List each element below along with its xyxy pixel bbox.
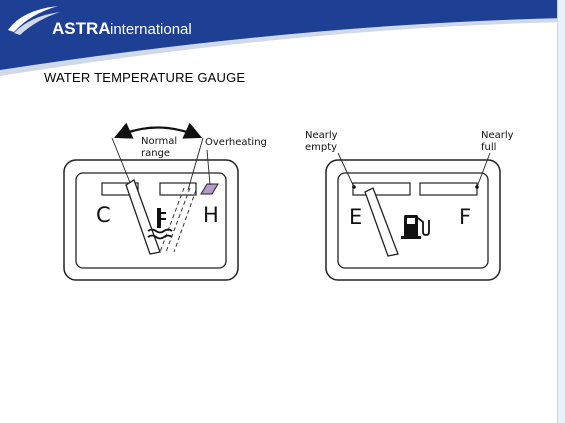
slide-title: WATER TEMPERATURE GAUGE xyxy=(44,70,246,85)
nearly-full-dot xyxy=(475,185,479,189)
nearly-empty-label-line2: empty xyxy=(305,142,337,153)
overheating-label: Overheating xyxy=(205,137,267,148)
right-edge-border xyxy=(557,0,565,423)
brand-subtitle: international xyxy=(110,21,192,38)
normal-range-left-line xyxy=(111,137,132,186)
brand-name: ASTRA xyxy=(52,19,111,38)
needle-range-dash-1 xyxy=(165,187,191,253)
nearly-empty-label-line1: Nearly xyxy=(305,130,338,141)
nearly-full-pointer xyxy=(476,152,491,188)
astra-logo-icon xyxy=(8,6,60,35)
full-letter: F xyxy=(459,205,471,229)
nearly-full-label-line2: full xyxy=(481,142,496,153)
fuel-gauge: E F Nearly empty Nearly full xyxy=(305,130,514,281)
temp-gauge-inner-frame xyxy=(75,172,227,269)
normal-range-arrow xyxy=(113,122,203,139)
normal-range-right-line xyxy=(187,137,204,191)
header-banner: ASTRA international xyxy=(0,0,565,80)
needle-range-dash-2 xyxy=(173,189,197,253)
header-banner-shape: ASTRA international xyxy=(0,0,565,76)
overheat-zone xyxy=(200,183,219,195)
nearly-empty-pointer xyxy=(337,152,355,188)
temperature-gauge: C H Normal range Overheating xyxy=(63,122,267,281)
fuel-needle xyxy=(364,187,399,257)
normal-range-label-line1: Normal xyxy=(141,136,177,147)
overheat-pointer-line xyxy=(206,149,211,186)
temp-scale-right xyxy=(159,182,197,196)
cold-letter: C xyxy=(96,203,111,227)
fuel-scale-left xyxy=(352,182,411,196)
nearly-empty-dot xyxy=(352,185,356,189)
fuel-pump-icon xyxy=(401,215,430,239)
hot-letter: H xyxy=(203,203,219,227)
fuel-scale-right xyxy=(419,182,478,196)
nearly-full-label-line1: Nearly xyxy=(481,130,514,141)
normal-range-label-line2: range xyxy=(141,148,170,159)
needle-range-dash-3 xyxy=(159,187,185,253)
thermometer-water-icon xyxy=(147,208,173,240)
empty-letter: E xyxy=(349,205,362,229)
